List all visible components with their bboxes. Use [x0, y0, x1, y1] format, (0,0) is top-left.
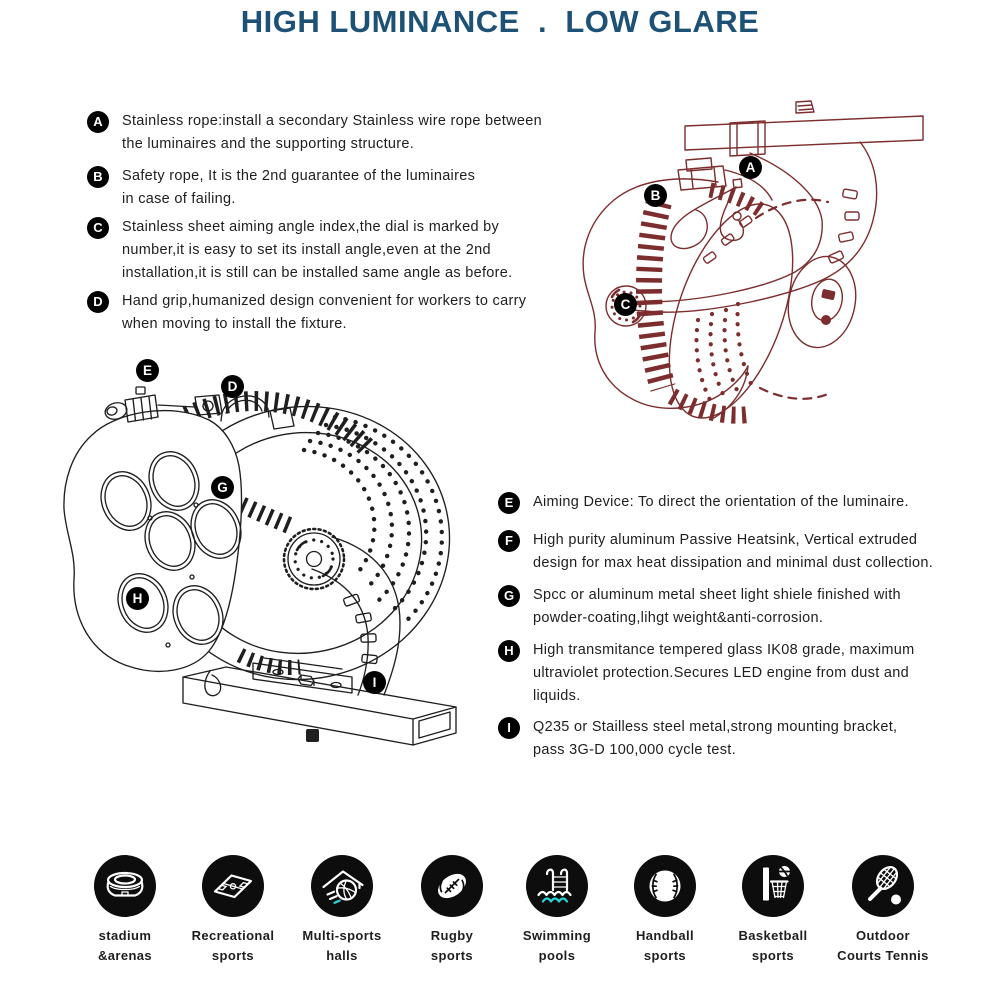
application-basketball-sports: Basketball sports: [713, 854, 833, 966]
callout-e: E: [136, 359, 159, 382]
application-label: Recreational sports: [191, 928, 275, 963]
feature-badge-b: B: [87, 166, 109, 188]
application-multi-sports-halls: Multi-sports halls: [282, 854, 402, 966]
callout-a: A: [739, 156, 762, 179]
application-label: stadium &arenas: [97, 928, 153, 963]
feature-badge-i: I: [498, 717, 520, 739]
application-label: Handball sports: [635, 928, 695, 963]
feature-badge-g: G: [498, 585, 520, 607]
basketball-hoop-icon: [742, 855, 804, 917]
hall-basketball-icon: [311, 855, 373, 917]
feature-badge-h: H: [498, 640, 520, 662]
feature-text-f: High purity aluminum Passive Heatsink, V…: [533, 532, 934, 571]
feature-text-c: Stainless sheet aiming angle index,the d…: [122, 219, 513, 281]
feature-item-e: E Aiming Device: To direct the orientati…: [498, 491, 998, 514]
feature-badge-a: A: [87, 111, 109, 133]
callout-h: H: [126, 587, 149, 610]
luminaire-rear-view-drawing: A B C: [560, 90, 980, 435]
feature-item-b: B Safety rope, It is the 2nd guarantee o…: [87, 165, 587, 211]
application-label: Swimming pools: [522, 928, 592, 963]
feature-item-c: C Stainless sheet aiming angle index,the…: [87, 216, 587, 285]
application-outdoor-courts-tennis: Outdoor Courts Tennis: [823, 854, 943, 966]
feature-text-a: Stainless rope:install a secondary Stain…: [122, 113, 542, 152]
application-handball-sports: Handball sports: [605, 854, 725, 966]
application-label: Rugby sports: [430, 928, 474, 963]
application-stadium-arenas: stadium &arenas: [65, 854, 185, 966]
page-title: HIGH LUMINANCE . LOW GLARE: [240, 4, 760, 39]
luminaire-front-view-drawing: E D G H I: [50, 355, 490, 775]
pool-ladder-icon: [526, 855, 588, 917]
feature-item-h: H High transmitance tempered glass IK08 …: [498, 639, 998, 708]
callout-i: I: [363, 671, 386, 694]
feature-badge-d: D: [87, 291, 109, 313]
callout-d: D: [221, 375, 244, 398]
feature-text-g: Spcc or aluminum metal sheet light shiel…: [533, 587, 901, 626]
feature-text-b: Safety rope, It is the 2nd guarantee of …: [122, 168, 476, 207]
application-rugby-sports: Rugby sports: [392, 854, 512, 966]
rear-view-line-art: [582, 100, 924, 424]
application-label: Outdoor Courts Tennis: [837, 928, 929, 963]
stadium-icon: [94, 855, 156, 917]
handball-icon: [634, 855, 696, 917]
feature-item-i: I Q235 or Stailless steel metal,strong m…: [498, 716, 998, 762]
application-label: Basketball sports: [738, 928, 808, 963]
callout-b: B: [644, 184, 667, 207]
feature-item-a: A Stainless rope:install a secondary Sta…: [87, 110, 587, 156]
feature-item-f: F High purity aluminum Passive Heatsink,…: [498, 529, 998, 575]
feature-item-d: D Hand grip,humanized design convenient …: [87, 290, 587, 336]
feature-text-i: Q235 or Stailless steel metal,strong mou…: [533, 719, 898, 758]
feature-text-d: Hand grip,humanized design convenient fo…: [122, 293, 527, 332]
feature-badge-e: E: [498, 492, 520, 514]
application-label: Multi-sports halls: [302, 928, 382, 963]
tennis-racket-icon: [852, 855, 914, 917]
application-recreational-sports: Recreational sports: [173, 854, 293, 966]
callout-g: G: [211, 476, 234, 499]
feature-badge-f: F: [498, 530, 520, 552]
rugby-ball-icon: [421, 855, 483, 917]
feature-badge-c: C: [87, 217, 109, 239]
feature-text-e: Aiming Device: To direct the orientation…: [533, 494, 909, 510]
callout-c: C: [614, 293, 637, 316]
feature-text-h: High transmitance tempered glass IK08 gr…: [533, 642, 915, 704]
feature-item-g: G Spcc or aluminum metal sheet light shi…: [498, 584, 998, 630]
application-swimming-pools: Swimming pools: [497, 854, 617, 966]
front-view-line-art: [63, 386, 457, 746]
sports-field-icon: [202, 855, 264, 917]
